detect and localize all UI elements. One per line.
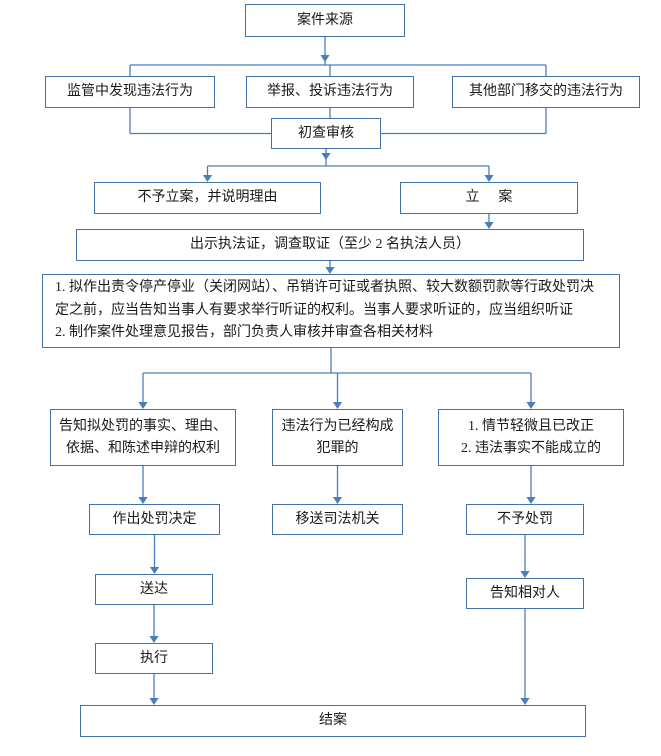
flow-node-n8: 出示执法证，调查取证（至少 2 名执法人员） — [76, 229, 584, 261]
arrow-bus-n6 — [202, 175, 213, 182]
flow-node-n15: 不予处罚 — [466, 504, 584, 535]
flow-node-n10: 告知拟处罚的事实、理由、 依据、和陈述申辩的权利 — [50, 409, 236, 466]
flow-node-n12: 1. 情节轻微且已改正 2. 违法事实不能成立的 — [438, 409, 624, 466]
arrow-n8-n9 — [325, 267, 335, 274]
flow-node-n5: 初查审核 — [271, 118, 381, 149]
arrow-n15-n17 — [520, 571, 530, 578]
arrow-n10-n13 — [138, 497, 148, 504]
flow-node-n7: 立 案 — [400, 182, 578, 214]
flow-node-n6: 不予立案，并说明理由 — [94, 182, 321, 214]
arrow-n5-down — [321, 153, 331, 160]
flow-node-n14: 移送司法机关 — [272, 504, 403, 535]
flow-node-n3: 举报、投诉违法行为 — [246, 76, 414, 108]
arrow-n18-n19 — [149, 698, 159, 705]
flow-node-n13: 作出处罚决定 — [89, 504, 220, 535]
arrow-n12-n15 — [526, 497, 536, 504]
arrow-n7-n8 — [484, 222, 494, 229]
arrow-bus-n12 — [526, 402, 536, 409]
arrow-n16-n18 — [149, 636, 159, 643]
arrow-bus-n10 — [138, 402, 148, 409]
flow-node-n19: 结案 — [80, 705, 586, 737]
arrow-n1-bus — [320, 55, 330, 62]
arrow-n13-n16 — [149, 567, 160, 574]
flow-node-n1: 案件来源 — [245, 4, 405, 37]
arrow-bus-n7 — [484, 175, 494, 182]
arrow-bus-n11 — [332, 402, 343, 409]
flow-node-n9: 1. 拟作出责令停产停业（关闭网站）、吊销许可证或者执照、较大数额罚款等行政处罚… — [42, 274, 620, 348]
arrow-n11-n14 — [332, 497, 343, 504]
flow-node-n18: 执行 — [95, 643, 213, 674]
arrow-n17-n19 — [520, 698, 530, 705]
flow-node-n16: 送达 — [95, 574, 213, 605]
flow-node-n4: 其他部门移交的违法行为 — [452, 76, 640, 108]
flow-node-n2: 监管中发现违法行为 — [45, 76, 215, 108]
flow-node-n17: 告知相对人 — [466, 578, 584, 609]
flow-node-n11: 违法行为已经构成 犯罪的 — [272, 409, 403, 466]
